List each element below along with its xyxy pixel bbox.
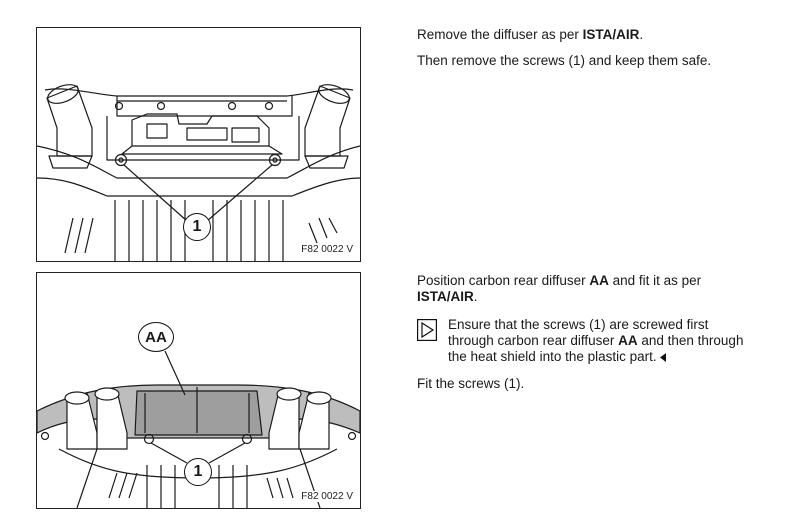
step-position-diffuser: Position carbon rear diffuser AA and fit…	[417, 273, 702, 304]
figure-code: F82 0022 V	[300, 244, 354, 255]
callout-1: 1	[184, 458, 212, 486]
illustration-rear-bumper-screws	[37, 84, 360, 261]
step-fit-screws: Fit the screws (1).	[417, 376, 525, 391]
step-remove-screws: Then remove the screws (1) and keep them…	[417, 53, 712, 68]
illustration-carbon-diffuser	[37, 350, 360, 508]
callout-aa: AA	[138, 322, 174, 352]
callout-1: 1	[183, 213, 211, 241]
note-triangle-icon	[417, 319, 437, 341]
figure-remove-screws: 1 F82 0022 V	[36, 27, 361, 262]
note-text: Ensure that the screws (1) are screwed f…	[448, 317, 744, 364]
figure-code: F82 0022 V	[300, 491, 354, 502]
end-marker-icon	[660, 353, 667, 362]
figure-fit-carbon-diffuser: AA 1 F82 0022 V	[36, 272, 361, 509]
step-remove-diffuser: Remove the diffuser as per ISTA/AIR.	[417, 27, 644, 42]
